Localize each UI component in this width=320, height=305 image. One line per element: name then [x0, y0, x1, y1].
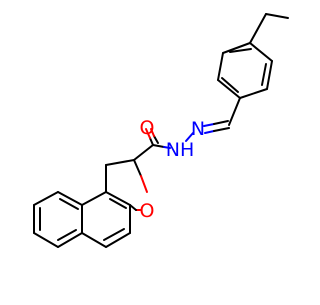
double-bond-inner — [229, 48, 252, 53]
imine-double-bond — [203, 123, 215, 127]
carboxamide-group — [133, 128, 171, 161]
double-bond-inner — [109, 198, 127, 209]
imine-double-bond — [204, 130, 215, 134]
bond — [81, 232, 107, 248]
bond — [33, 191, 59, 206]
imine-double-bond — [213, 120, 229, 125]
bond — [222, 42, 251, 54]
imine-nitrogen-label: N — [191, 118, 205, 140]
bond — [217, 79, 241, 99]
naphthalene-inner-ring — [81, 191, 131, 248]
double-bond-inner — [103, 228, 125, 241]
bond — [140, 175, 148, 193]
bond — [105, 159, 135, 166]
bond — [57, 191, 83, 206]
bond — [133, 144, 154, 161]
bond — [239, 88, 268, 99]
double-bond-inner — [221, 77, 239, 93]
tolyl-ring — [217, 13, 289, 99]
hydrazone-linker — [185, 97, 241, 142]
bond — [249, 42, 273, 62]
carbonyl-double-bond — [153, 135, 159, 144]
carbonyl-oxygen-label: O — [140, 117, 155, 139]
molecule-structure-diagram: O O N NH — [33, 13, 289, 248]
bond — [152, 144, 165, 148]
structure-canvas: O O N NH — [33, 13, 289, 248]
bond — [266, 60, 273, 90]
double-bond-inner — [57, 229, 77, 241]
bond — [33, 232, 59, 248]
bond — [149, 137, 154, 146]
carbonyl-double-bond — [145, 128, 151, 139]
dihydrofuran-ring — [105, 159, 148, 211]
bond — [129, 204, 137, 211]
methyl-bond — [265, 13, 289, 19]
bond — [133, 159, 142, 177]
bond — [105, 191, 131, 206]
amide-nh-label: NH — [166, 139, 195, 161]
bond — [217, 52, 224, 81]
carbonyl-double-bond — [150, 128, 155, 137]
bond — [163, 146, 171, 149]
bond — [105, 232, 131, 248]
bond — [81, 191, 107, 206]
double-bond-inner — [59, 198, 79, 210]
n-n-bond — [185, 132, 194, 142]
imine-double-bond — [213, 127, 230, 132]
bond — [228, 97, 241, 126]
double-bond-inner — [261, 63, 267, 86]
bond — [57, 232, 83, 248]
naphthalene-outer-ring — [33, 191, 83, 248]
methyl-bond — [249, 13, 267, 44]
ring-oxygen-label: O — [140, 200, 155, 222]
